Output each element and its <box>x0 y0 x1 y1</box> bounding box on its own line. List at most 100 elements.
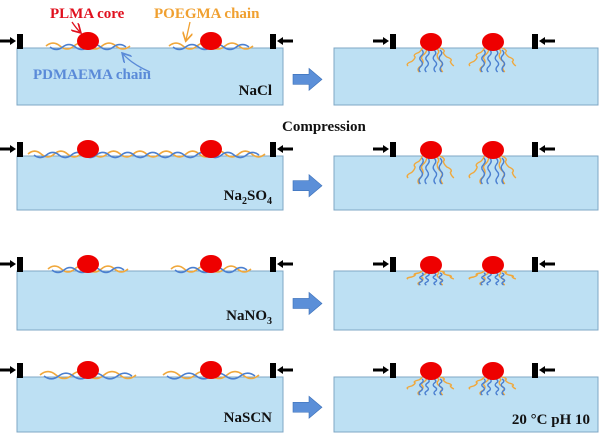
poegma-chain <box>406 376 423 390</box>
plma-core <box>77 140 99 158</box>
annotations: PLMA core POEGMA chain PDMAEMA chain Com… <box>33 6 367 135</box>
barrier-post <box>270 363 276 378</box>
plma-core <box>420 256 442 274</box>
conditions-label: 20 °C pH 10 <box>512 412 590 428</box>
plma-core <box>77 32 99 50</box>
pdmaema-chain <box>486 272 492 286</box>
pdmaema-chain <box>424 272 430 286</box>
barrier-arrowhead <box>539 260 545 268</box>
pdmaema-chain <box>494 378 500 396</box>
barrier-arrowhead <box>383 37 389 45</box>
barrier-arrowhead <box>277 145 283 153</box>
barrier-post <box>17 363 23 378</box>
poegma-chain <box>468 155 485 179</box>
barrier-post <box>390 257 396 272</box>
trough-before <box>16 47 284 106</box>
salt-label-part: NaNO <box>226 308 267 324</box>
plma-core <box>420 141 442 159</box>
row-nascn: NaSCN 20 °C pH 10 <box>0 361 599 433</box>
process-arrow <box>292 67 323 91</box>
barrier-arrowhead <box>383 366 389 374</box>
pdmaema-chain <box>424 378 430 396</box>
poegma-chain <box>468 47 485 67</box>
barrier-post <box>17 257 23 272</box>
barrier-arrowhead <box>277 260 283 268</box>
panel-before: NaNO3 <box>0 255 293 331</box>
barrier-post <box>270 34 276 49</box>
pdmaema-chain <box>438 157 444 185</box>
pdmaema-chain <box>418 49 424 73</box>
pdmaema-chain <box>418 157 424 185</box>
barrier-post <box>17 142 23 157</box>
poegma-label: POEGMA chain <box>154 6 260 22</box>
poegma-chain <box>501 376 517 390</box>
row-na2so4: Na2SO4 <box>0 140 599 211</box>
pdmaema-pointer-arrow <box>123 54 151 73</box>
barrier-post <box>270 142 276 157</box>
panel-before: NaSCN <box>0 361 293 433</box>
pdmaema-chain <box>432 272 438 286</box>
poegma-chain <box>439 376 455 390</box>
plma-core <box>200 140 222 158</box>
pdmaema-chain <box>480 157 486 185</box>
salt-label-part: SO <box>247 188 267 204</box>
poegma-pointer-arrow <box>186 21 190 40</box>
salt-label-part: 2 <box>242 196 247 207</box>
poegma-chain <box>501 270 517 280</box>
process-arrow <box>292 291 323 316</box>
barrier-arrowhead <box>277 366 283 374</box>
salt-label-part: 3 <box>267 316 272 327</box>
salt-label: NaSCN <box>224 410 273 426</box>
salt-label: NaNO3 <box>226 308 272 327</box>
pdmaema-chain <box>494 157 500 185</box>
barrier-arrowhead <box>539 366 545 374</box>
poegma-chain <box>406 270 423 280</box>
salt-label-part: NaCl <box>239 83 272 99</box>
row-nano3: NaNO3 <box>0 255 599 331</box>
barrier-arrowhead <box>383 145 389 153</box>
barrier-arrowhead <box>383 260 389 268</box>
poegma-chain <box>439 270 455 280</box>
barrier-post <box>532 34 538 49</box>
pdmaema-chain <box>438 49 444 73</box>
barrier-post <box>390 142 396 157</box>
pdmaema-chain <box>432 378 438 396</box>
pdmaema-chain <box>33 151 260 159</box>
core-label: PLMA core <box>50 6 125 22</box>
panel-before: Na2SO4 <box>0 140 293 211</box>
pdmaema-chain <box>438 272 444 286</box>
pdmaema-chain <box>486 157 492 185</box>
barrier-post <box>532 363 538 378</box>
pdmaema-chain <box>494 272 500 286</box>
barrier-post <box>390 363 396 378</box>
salt-label-part: NaSCN <box>224 410 273 426</box>
salt-label: NaCl <box>239 83 272 99</box>
pdmaema-chain <box>480 272 486 286</box>
poegma-chain <box>501 155 517 179</box>
trough-before <box>16 376 284 433</box>
plma-core <box>200 255 222 273</box>
trough-before <box>16 270 284 331</box>
barrier-post <box>17 34 23 49</box>
plma-core <box>200 32 222 50</box>
pdmaema-chain <box>486 378 492 396</box>
pdmaema-chain <box>480 49 486 73</box>
pdmaema-chain <box>494 49 500 73</box>
barrier-arrowhead <box>10 145 16 153</box>
process-arrow <box>292 174 323 198</box>
plma-core <box>482 141 504 159</box>
pdmaema-chain <box>486 49 492 73</box>
pdmaema-label: PDMAEMA chain <box>33 67 152 83</box>
barrier-arrowhead <box>539 37 545 45</box>
pdmaema-chain <box>424 157 430 185</box>
pdmaema-chain <box>500 378 506 396</box>
plma-core <box>77 361 99 379</box>
pdmaema-chain <box>500 272 506 286</box>
pdmaema-chain <box>432 157 438 185</box>
barrier-post <box>532 142 538 157</box>
poegma-chain <box>439 155 455 179</box>
row-nacl: NaCl <box>0 32 599 106</box>
poegma-chain <box>439 47 455 67</box>
